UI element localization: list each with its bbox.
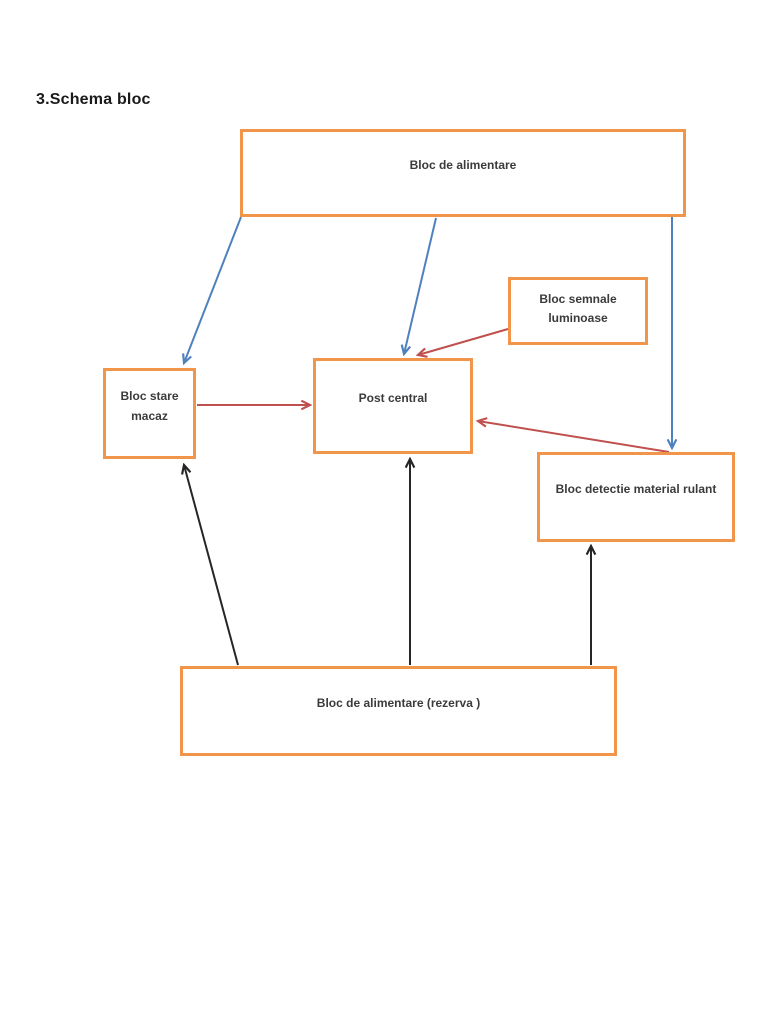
arrow-rezerva-to-stare-macaz (184, 465, 239, 666)
block-alimentare-rezerva-label: Bloc de alimentare (rezerva ) (316, 696, 481, 711)
block-post-central: Post central (313, 358, 473, 454)
arrow-alimentare-to-post-central (404, 217, 437, 354)
block-alimentare: Bloc de alimentare (240, 129, 686, 217)
block-detectie-material-rulant: Bloc detectie material rulant (537, 452, 735, 542)
block-stare-macaz: Bloc stare macaz (103, 368, 196, 459)
arrow-alimentare-to-stare-macaz (184, 216, 242, 363)
block-semnale-luminoase: Bloc semnale luminoase (508, 277, 648, 345)
block-stare-macaz-label: Bloc stare macaz (120, 389, 179, 423)
block-alimentare-rezerva: Bloc de alimentare (rezerva ) (180, 666, 617, 756)
block-detectie-material-rulant-label: Bloc detectie material rulant (555, 482, 717, 497)
block-semnale-luminoase-label: Bloc semnale luminoase (539, 291, 617, 325)
block-alimentare-label: Bloc de alimentare (409, 158, 517, 173)
section-heading: 3.Schema bloc (36, 91, 151, 108)
arrow-semnale-to-post-central (418, 328, 509, 355)
arrow-detectie-to-post-central (478, 421, 670, 453)
block-post-central-label: Post central (358, 391, 428, 406)
